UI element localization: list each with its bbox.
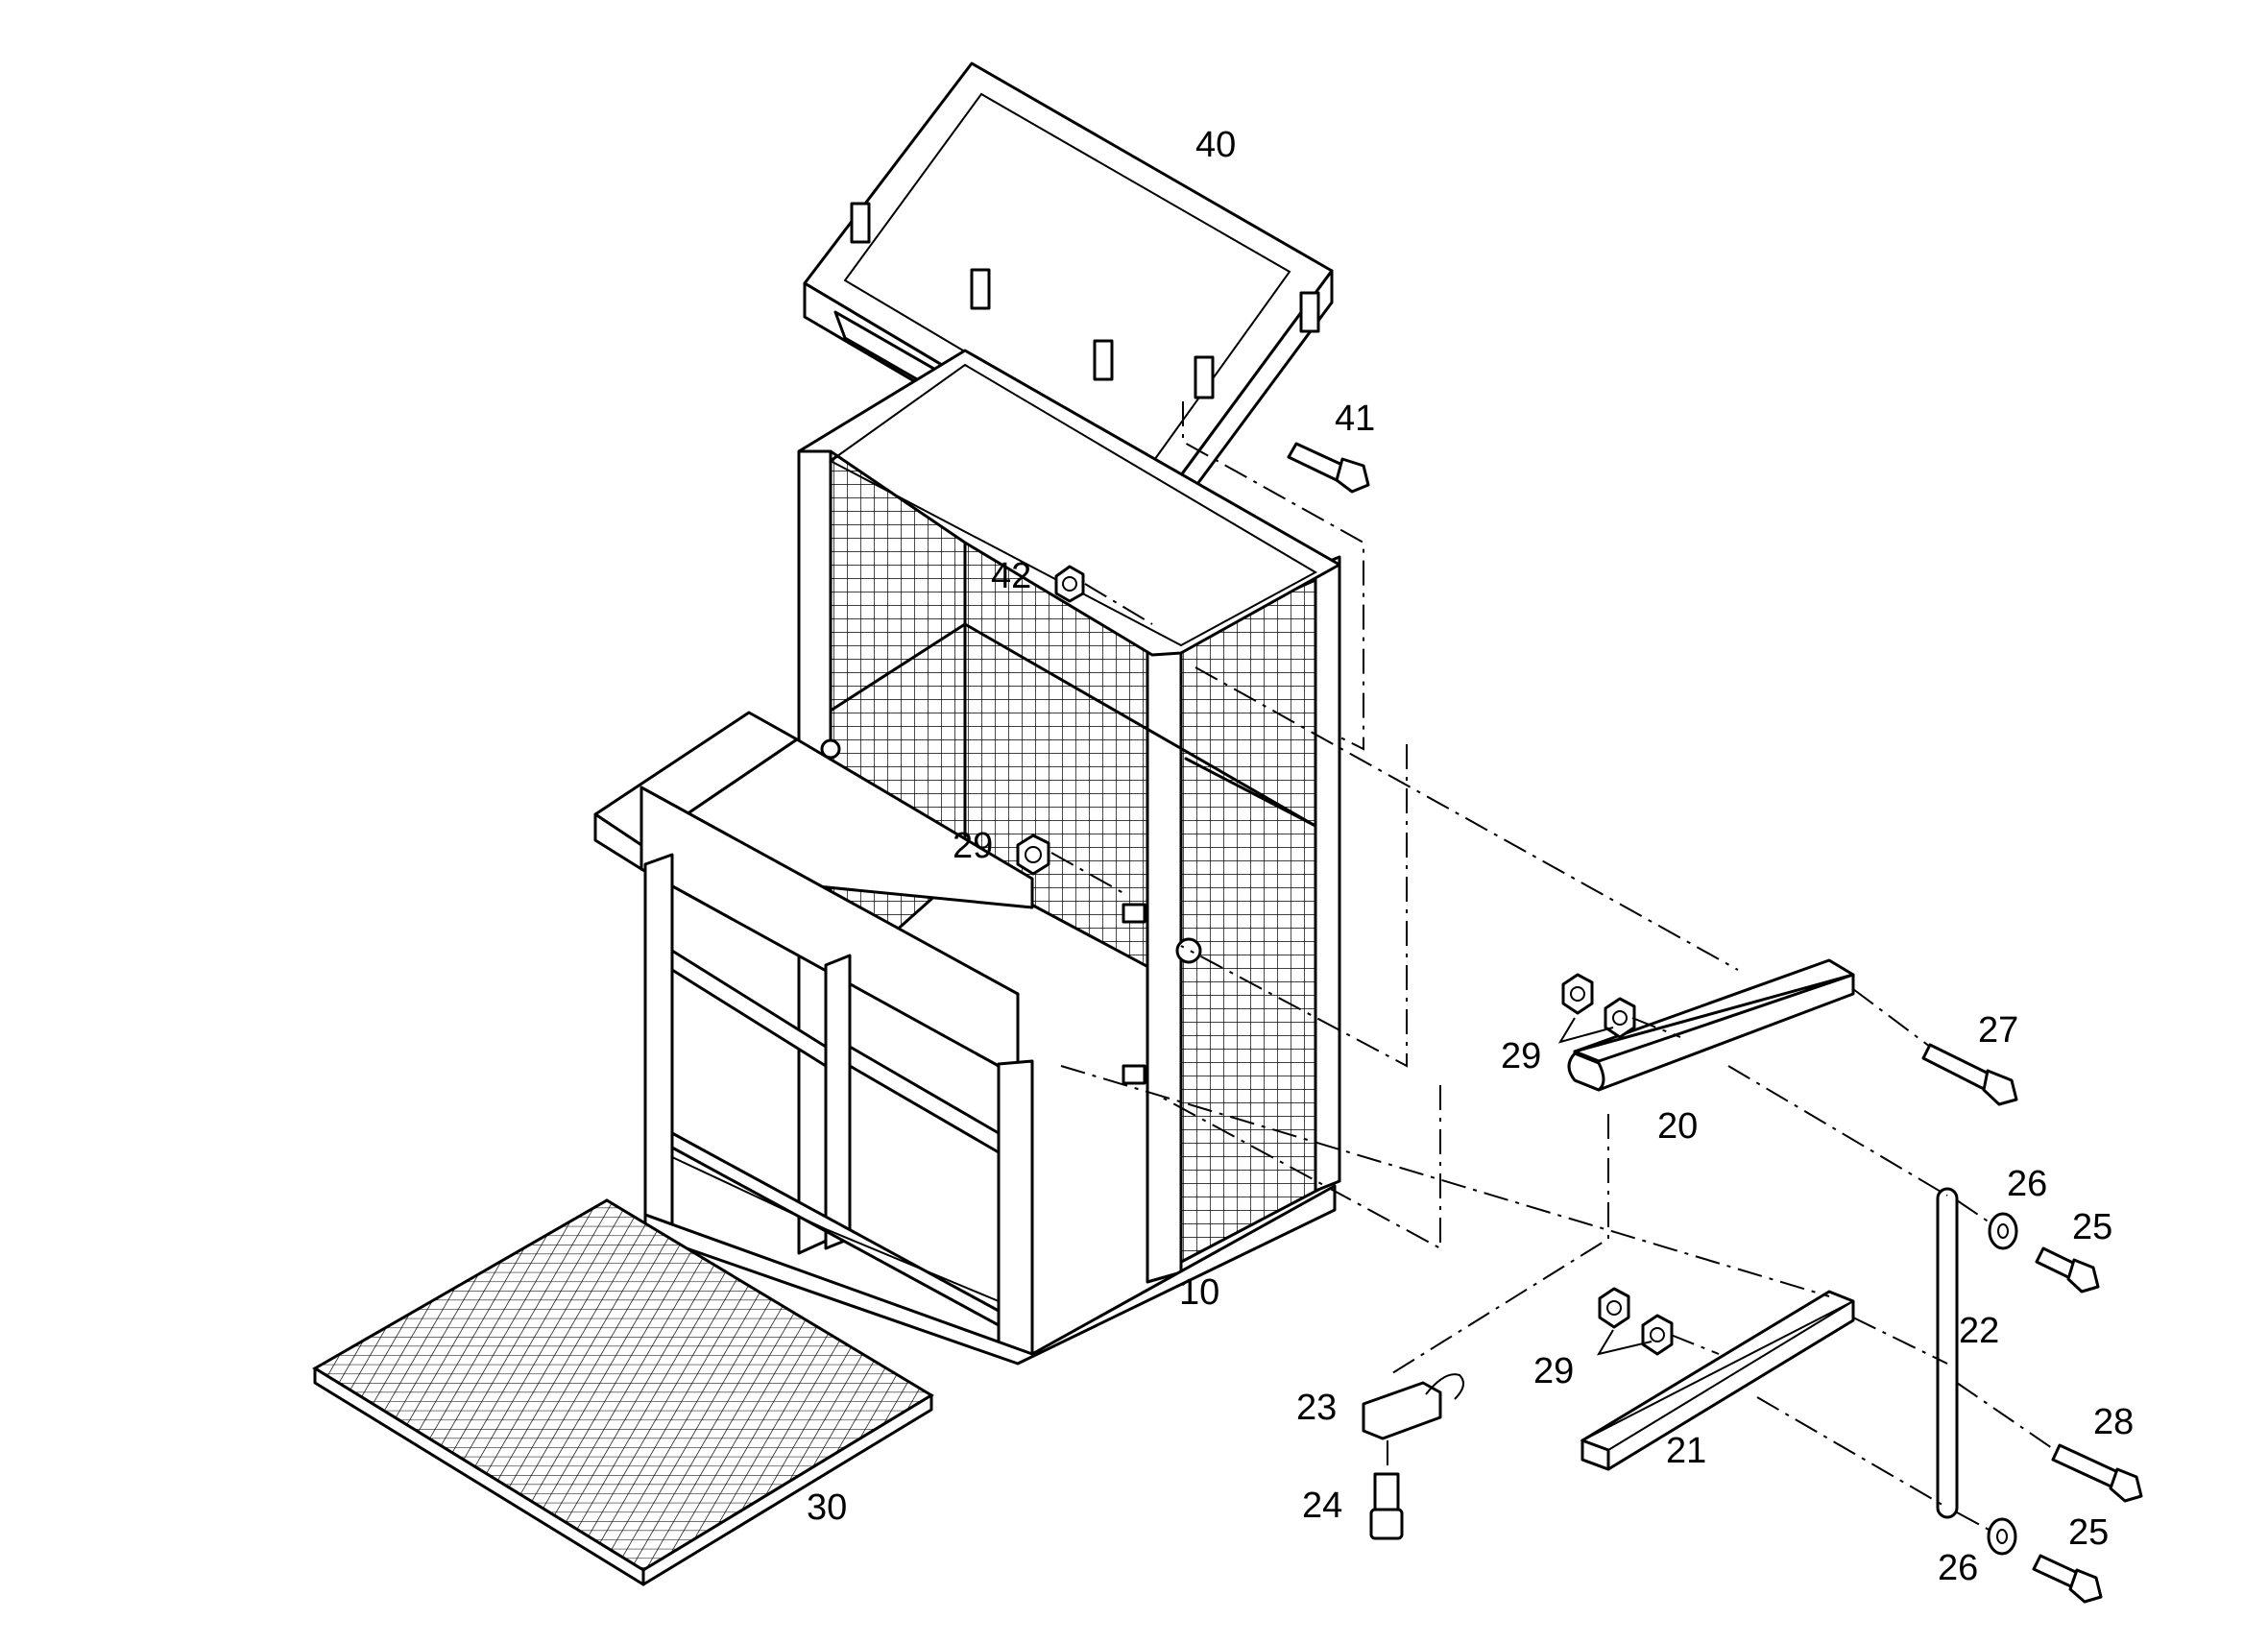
callout-21: 21 — [1666, 1431, 1706, 1471]
callout-27: 27 — [1978, 1010, 2018, 1051]
washer-26-upper — [1988, 1212, 2018, 1250]
arm-21 — [1580, 1290, 1855, 1471]
callout-23: 23 — [1296, 1388, 1337, 1428]
callout-26-lower: 26 — [1938, 1548, 1978, 1588]
leader-29-lower — [1596, 1329, 1653, 1356]
arm-20 — [1567, 958, 1855, 1092]
nut-29-cage — [1016, 834, 1050, 876]
callout-26-upper: 26 — [2007, 1164, 2047, 1204]
callout-25-upper: 25 — [2072, 1207, 2112, 1247]
bolt-27 — [1921, 1043, 2018, 1106]
hook-block-23 — [1362, 1373, 1464, 1440]
callout-22: 22 — [1959, 1311, 1999, 1351]
link-bar-22 — [1936, 1187, 1959, 1519]
callout-20: 20 — [1657, 1106, 1698, 1147]
bolt-28 — [2051, 1443, 2143, 1503]
bolt-24 — [1369, 1472, 1404, 1540]
callout-40: 40 — [1195, 125, 1236, 165]
callout-10: 10 — [1179, 1272, 1219, 1313]
callout-28: 28 — [2093, 1402, 2134, 1442]
callout-29-lower: 29 — [1533, 1351, 1574, 1391]
floor-grating-30 — [312, 1198, 934, 1586]
callout-42: 42 — [991, 556, 1031, 596]
cage-10 — [593, 349, 1341, 1366]
callout-41: 41 — [1335, 399, 1375, 439]
bolt-25-upper — [2035, 1246, 2100, 1293]
bolt-41 — [1287, 442, 1370, 494]
washer-26-lower — [1987, 1517, 2017, 1556]
callout-24: 24 — [1302, 1486, 1342, 1526]
callout-30: 30 — [807, 1487, 847, 1528]
callout-25-lower: 25 — [2068, 1512, 2109, 1553]
assembly-lines — [1050, 401, 2056, 1533]
callout-29-cage: 29 — [953, 826, 993, 866]
callout-29-upper: 29 — [1501, 1036, 1541, 1076]
bolt-25-lower — [2032, 1554, 2103, 1604]
nuts-29-lower — [1598, 1287, 1674, 1356]
nut-42 — [1054, 565, 1085, 603]
nuts-29-upper — [1561, 973, 1636, 1039]
leader-29-upper — [1557, 1017, 1614, 1044]
